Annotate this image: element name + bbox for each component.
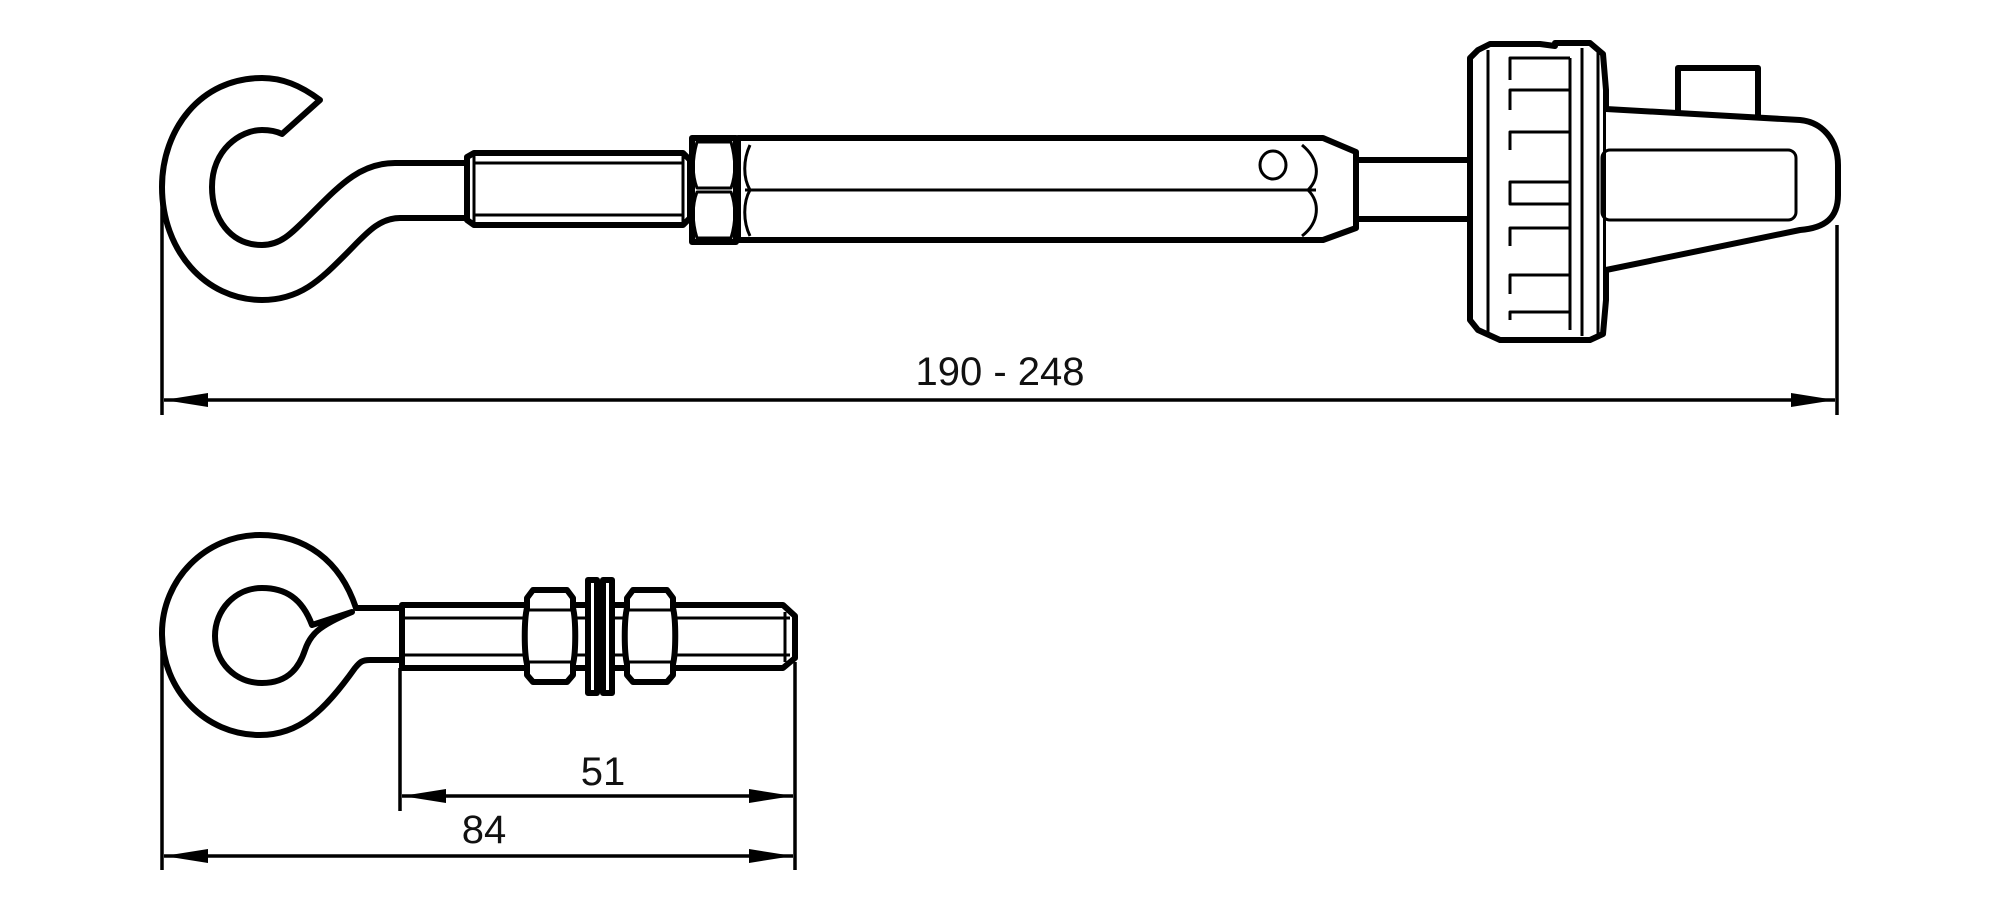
threaded-rod (464, 150, 693, 228)
turnbuckle-assembly (159, 40, 1841, 415)
hex-sleeve-body (735, 135, 1359, 243)
washer-1 (585, 577, 600, 696)
washer-2 (600, 577, 615, 696)
hook (159, 75, 470, 303)
knurled-knob (1467, 40, 1609, 343)
rod (1353, 157, 1473, 222)
shackle-with-tab (1600, 65, 1841, 273)
nut-2 (621, 587, 679, 685)
dimension-overall-length (160, 200, 1839, 415)
nut-1 (521, 587, 579, 685)
eye (159, 532, 405, 738)
dimension-overall-length-eye (160, 635, 797, 870)
dimension-label-thread-length: 51 (580, 750, 626, 794)
dimension-label-overall-length: 190 - 248 (915, 350, 1085, 394)
dimension-thread-length (398, 668, 793, 811)
eye-bolt (159, 532, 798, 870)
lock-nut (689, 135, 739, 245)
dimension-label-eye-overall-length: 84 (461, 808, 507, 852)
